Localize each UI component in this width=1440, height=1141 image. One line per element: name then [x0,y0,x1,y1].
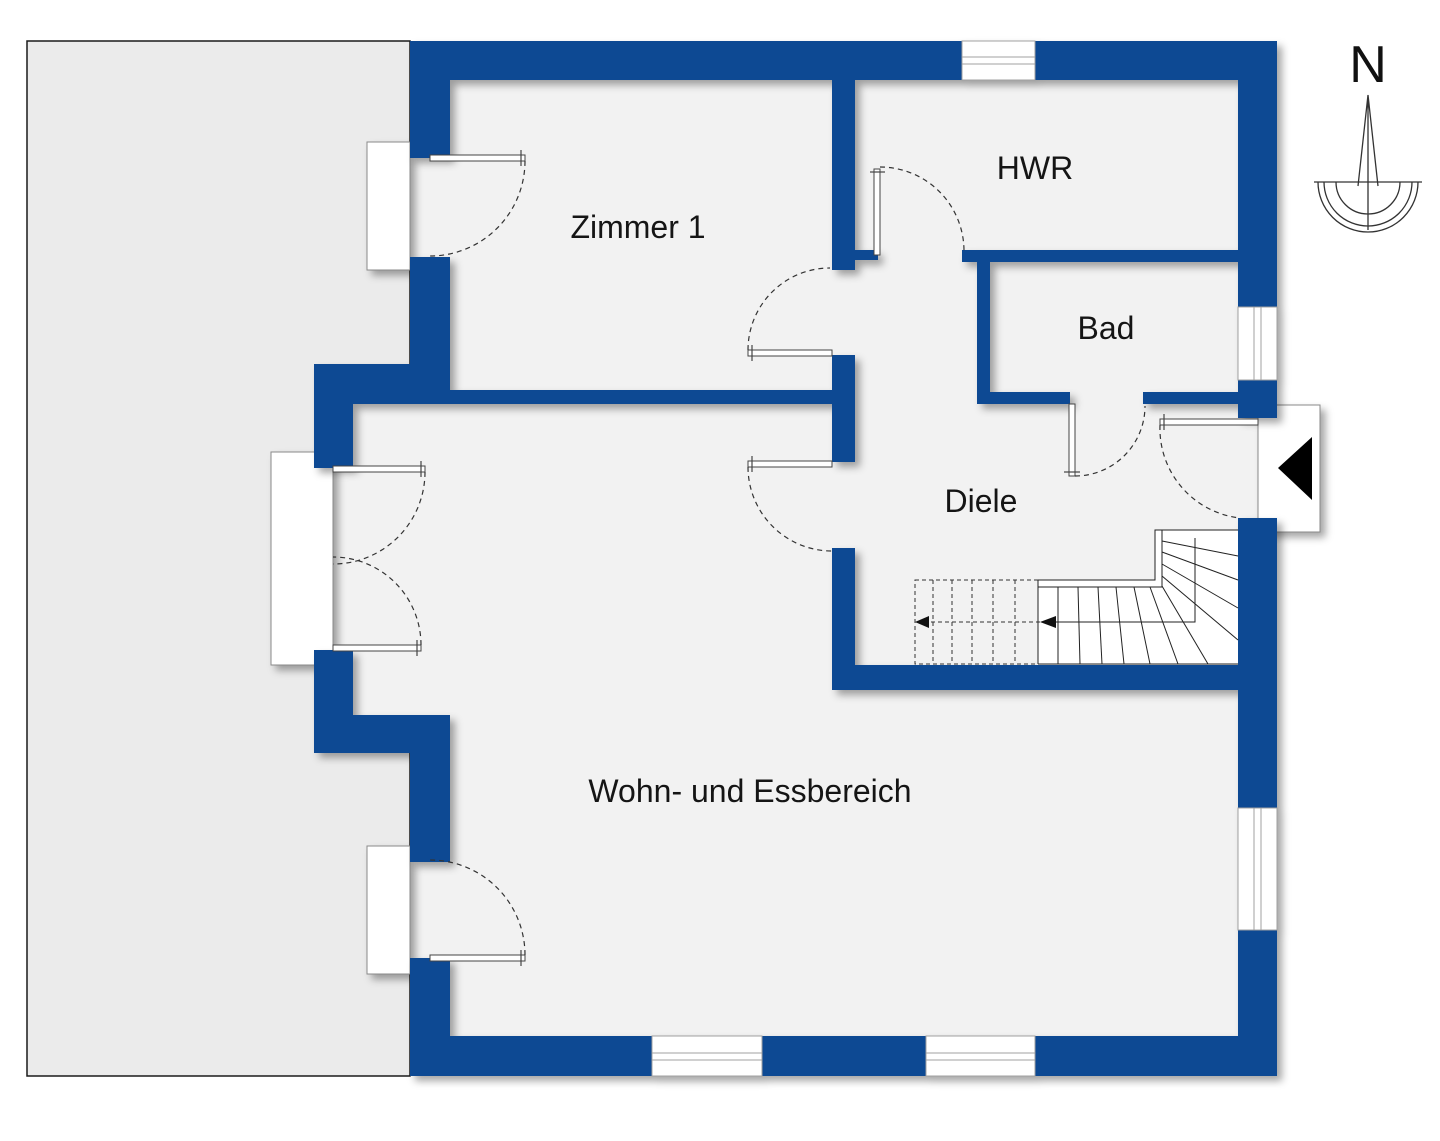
wall-segment [1035,1036,1277,1076]
compass-ring [1335,181,1401,215]
door-panel [332,465,426,473]
wall-segment [314,364,353,468]
window [1237,306,1278,381]
door-panel [747,460,833,468]
landing-lower-door [366,845,411,975]
doors [332,150,1259,966]
wall-segment [977,392,1070,404]
room-label-hwr: HWR [997,150,1073,186]
stair-step [1161,540,1239,557]
wall-segment [410,41,450,158]
door-landings [270,141,1321,975]
door-panel [873,168,881,256]
wall-segment [977,250,990,404]
stair-step [1161,551,1239,581]
stair-step [1115,586,1125,665]
stair-step [1161,563,1239,609]
door-swing-arc [1074,405,1146,477]
wall-segment [832,80,855,270]
stair-outline [1038,529,1238,581]
wall-segment [832,548,855,690]
door-swing-arc [429,160,526,257]
window [651,1035,763,1077]
window [1237,807,1278,931]
wall-segment [410,41,962,80]
stair-step [1077,586,1081,665]
door-panel [1068,403,1076,477]
landing-double-door [270,451,334,666]
wall-segment [410,715,450,862]
wall-segment [855,250,878,260]
door-swing-arc [1159,424,1241,519]
wall-segment [762,1036,926,1076]
staircase [914,529,1239,665]
stair-step [1161,585,1209,665]
wall-segment [1238,41,1277,307]
room-label-wohn-essbereich: Wohn- und Essbereich [588,773,911,809]
room-label-bad: Bad [1078,310,1135,346]
wall-segment [1238,380,1277,418]
door-panel [747,349,833,357]
stair-stringer [1038,530,1163,588]
compass-ring [1323,181,1413,227]
wall-segment [962,250,1238,262]
door-swing-arc [747,267,831,351]
wall-segment [450,390,832,404]
wall-segment [410,958,450,1076]
door-panel [1159,418,1259,426]
door-swing-arc [332,471,426,565]
stair-direction-line [1055,538,1196,623]
room-label-zimmer-1: Zimmer 1 [570,209,705,245]
walls [314,40,1278,1077]
stair-step [1149,586,1179,665]
door-panel [429,154,526,162]
wall-segment [410,1036,652,1076]
window [925,1035,1036,1077]
compass-needle [1357,94,1379,230]
door-swing-arc [332,556,422,646]
wall-segment [832,355,855,462]
door-swing-arc [429,859,526,956]
stair-step [1133,586,1151,665]
wall-segment [1143,392,1238,404]
wall-segment [1035,41,1277,80]
wall-segment [832,665,1238,690]
window-glazing [652,56,1262,1061]
north-label: N [1349,36,1387,94]
north-arrow-icon: N [1314,36,1422,233]
door-swing-arc [747,466,833,552]
stair-step [1097,586,1103,665]
stair-arrowhead [1040,616,1056,628]
landing-zimmer-1 [366,141,411,271]
stair-arrowhead [915,616,929,628]
window [961,40,1036,81]
door-panel [332,644,422,652]
entrance-triangle-icon [1278,437,1312,500]
stair-step [1161,575,1239,641]
compass-ring [1317,181,1419,233]
door-swing-arc [879,166,965,252]
door-panel [429,954,526,962]
stair-fill [1155,530,1238,582]
house-floor [314,41,1277,1076]
wall-segment [1238,518,1277,808]
room-label-diele: Diele [945,483,1018,519]
